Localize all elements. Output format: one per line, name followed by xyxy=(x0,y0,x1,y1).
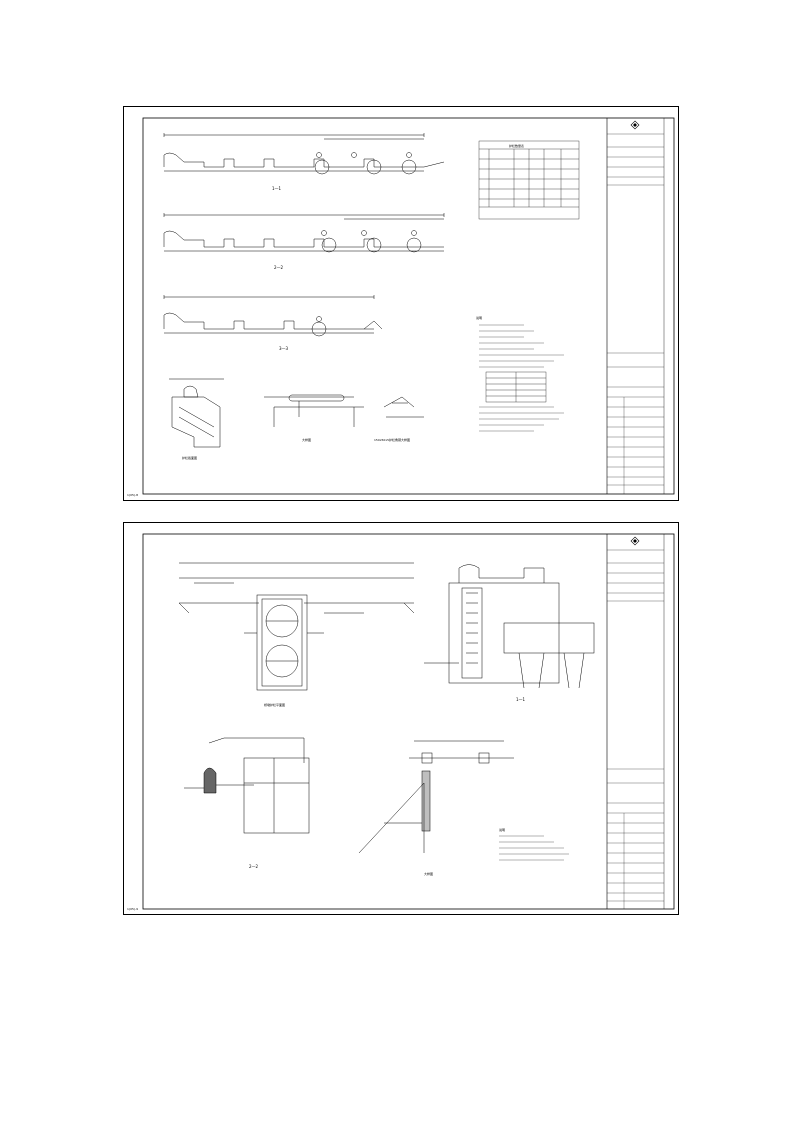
sheet-number-1: 1(05)-8 xyxy=(127,493,139,497)
large-detail-sheet2 xyxy=(358,740,514,854)
company-logo-icon xyxy=(630,536,640,546)
notes-text-lines-sheet2 xyxy=(499,835,569,861)
section-3-3 xyxy=(163,295,383,337)
guardrail-detail xyxy=(169,378,224,448)
notes-title-sheet2: 说明 xyxy=(499,827,505,832)
sheet-1-drawing: 1—1 2—2 3—3 xyxy=(142,117,675,495)
company-logo-icon xyxy=(630,120,640,130)
notes-small-table xyxy=(485,371,547,403)
plan-label: 桥墩护栏平面图 xyxy=(264,702,285,707)
section-label-1-1-sheet2: 1—1 xyxy=(516,697,526,702)
detail-label-angle-steel: 150x50x5护栏角钢大样图 xyxy=(374,437,410,442)
sheet-2-drawing: 桥墩护栏平面图 1—1 xyxy=(142,533,675,910)
pier-guardrail-plan xyxy=(178,562,415,691)
section-1-1 xyxy=(163,133,445,175)
drawing-sheet-2: 桥墩护栏平面图 1—1 xyxy=(123,522,679,915)
section-2-2-sheet2 xyxy=(184,737,310,834)
section-2-2 xyxy=(163,213,445,253)
notes-text-lines-2 xyxy=(479,406,564,432)
detail-label-large: 大样图 xyxy=(302,437,311,442)
notes-title: 说明 xyxy=(476,315,482,320)
detail-label-large-sheet2: 大样图 xyxy=(424,871,433,876)
notes-text-lines xyxy=(479,324,564,368)
angle-steel-detail xyxy=(383,396,424,418)
table-title: 护栏数量表 xyxy=(509,143,524,148)
detail-label-guardrail: 护栏截面图 xyxy=(182,455,197,460)
large-detail-1 xyxy=(264,394,364,427)
quantity-table xyxy=(478,140,580,220)
section-label-2-2: 2—2 xyxy=(274,265,284,270)
section-1-1-sheet2 xyxy=(424,564,595,689)
sheet-number-2: 1(05)-9 xyxy=(127,907,139,911)
section-label-3-3: 3—3 xyxy=(279,346,289,351)
section-label-1-1: 1—1 xyxy=(272,186,282,191)
section-label-2-2-sheet2: 2—2 xyxy=(249,864,259,869)
drawing-sheet-1: 1—1 2—2 3—3 xyxy=(123,106,679,501)
